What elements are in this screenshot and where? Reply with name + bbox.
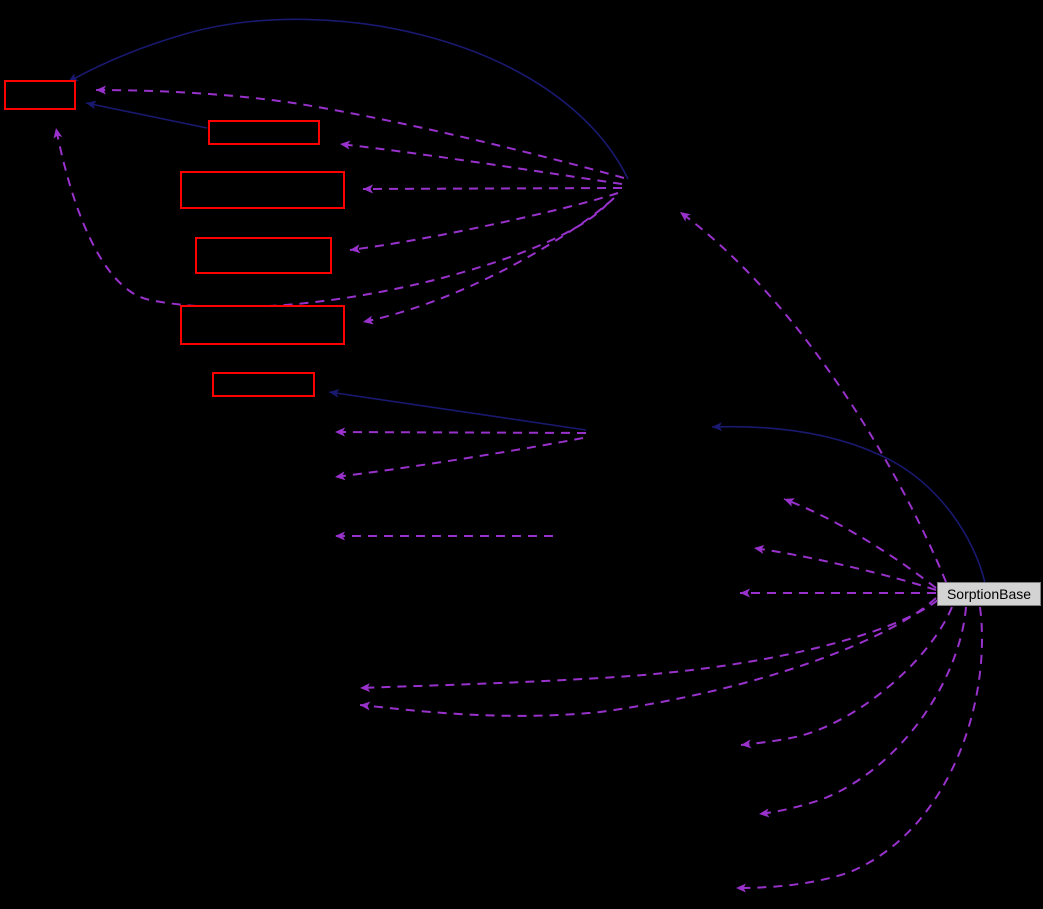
class-node-3[interactable] (195, 237, 332, 274)
class-node-4[interactable] (180, 305, 345, 345)
edge-usage-hub-to-node4 (362, 197, 615, 325)
edge-usage-hub-to-node3 (349, 192, 619, 254)
edge-usage-sorption-to-inv6 (753, 544, 937, 591)
edge-usage-sorption-to-inv7 (359, 599, 939, 693)
edge-usage-sorption-to-inv9 (740, 606, 953, 749)
edge-usage-sorption-to-inv5 (783, 498, 937, 589)
class-node-5[interactable] (212, 372, 315, 397)
edge-usage-sorption-to-inv11 (735, 606, 983, 893)
edge-usage-sorption-to-hubtop (679, 211, 947, 583)
class-node-1[interactable] (208, 120, 320, 145)
edge-inherit-sorption-to-left (711, 422, 986, 584)
edge-usage-hub-to-node0 (95, 85, 625, 179)
edge-usage-hub-to-node2 (362, 184, 623, 194)
edge-usage-hubmid-to-inv1 (334, 427, 587, 437)
class-node-sorptionbase[interactable]: SorptionBase (937, 582, 1041, 606)
edge-inherit-hubtop-to-node0 (67, 18, 629, 180)
edge-usage-hubmid-to-inv2 (334, 437, 584, 481)
edge-usage-sorption-to-inv10 (758, 606, 967, 818)
usage-edges (53, 85, 983, 893)
class-node-2[interactable] (180, 171, 345, 209)
edge-usage-sorption-to-inv8 (359, 597, 937, 717)
class-node-0[interactable] (4, 80, 76, 110)
inheritance-edges (67, 18, 986, 584)
edge-usage-hub-to-node1 (339, 140, 623, 185)
edge-inherit-node1-to-node0 (85, 100, 208, 129)
edge-usage-hub-to-node5 (53, 127, 609, 309)
edge-inherit-hubmid-to-node5 (328, 389, 587, 431)
